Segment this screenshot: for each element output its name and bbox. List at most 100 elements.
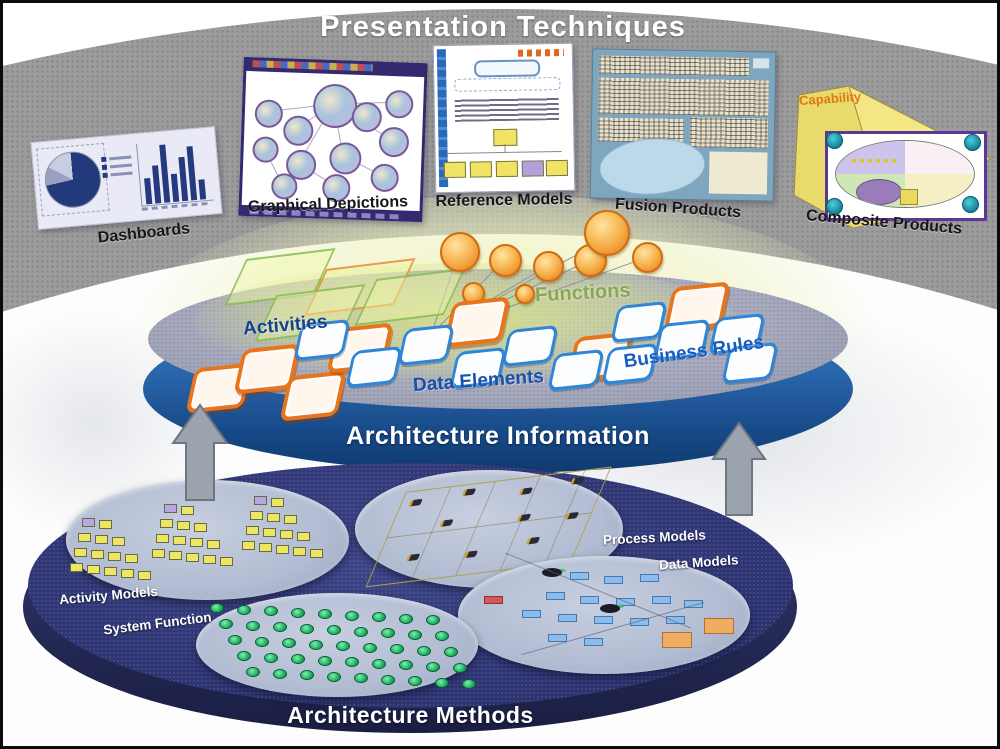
data-models-inset <box>458 552 750 674</box>
system-function-dot-icon <box>372 658 386 669</box>
entity-box-orange-icon <box>662 632 692 648</box>
puzzle-oval-icon <box>835 140 975 208</box>
activity-box-icon <box>82 518 95 527</box>
function-circle-icon <box>532 250 564 282</box>
system-function-dot-icon <box>390 644 404 654</box>
text-block <box>689 117 769 149</box>
activity-box-icon <box>186 553 199 562</box>
system-function-dot-icon <box>399 660 413 670</box>
function-circle-icon <box>515 284 535 304</box>
dashed-box-icon <box>454 77 561 92</box>
activity-box-icon <box>112 537 125 546</box>
activity-box-icon <box>259 543 272 552</box>
system-function-dot-icon <box>453 663 467 673</box>
quadrant <box>905 141 974 175</box>
tree-leaf-boxes <box>442 159 570 179</box>
reference-models-thumbnail <box>432 42 576 194</box>
network-node-icon <box>254 99 284 129</box>
activity-box-icon <box>173 536 186 545</box>
diagram-title: Presentation Techniques <box>320 11 686 43</box>
activity-box-icon <box>181 506 194 515</box>
system-function-dot-icon <box>354 626 368 637</box>
bar-icon <box>144 177 153 205</box>
system-function-dot-icon <box>291 607 305 618</box>
activity-box-icon <box>177 521 190 530</box>
system-function-dot-icon <box>210 603 224 613</box>
activity-box-icon <box>263 528 276 537</box>
system-function-dot-icon <box>309 639 323 650</box>
bar-icon <box>186 146 198 201</box>
activity-box-icon <box>104 567 117 576</box>
activity-box-icon <box>190 538 203 547</box>
system-function-dot-icon <box>237 604 251 615</box>
view-node-icon <box>826 132 843 149</box>
system-function-dot-icon <box>246 620 260 631</box>
composite-products-thumbnail: Capability <box>793 79 993 229</box>
system-function-dot-icon <box>264 606 278 616</box>
model-leaf-box-icon <box>521 160 545 177</box>
entity-box-icon <box>666 616 685 624</box>
network-node-icon <box>384 89 414 119</box>
model-leaf-box-icon <box>469 161 493 178</box>
entity-box-red-icon <box>484 596 503 604</box>
activity-box-icon <box>207 540 220 549</box>
activity-box-icon <box>95 535 108 544</box>
process-node-icon <box>463 550 479 559</box>
function-circle-icon <box>631 241 663 273</box>
system-function-dot-icon <box>435 677 449 688</box>
system-function-dot-icon <box>372 612 386 622</box>
activity-box-icon <box>242 541 255 550</box>
activity-box-icon <box>160 519 173 528</box>
entity-box-icon <box>546 592 565 600</box>
system-function-dot-icon <box>408 629 422 640</box>
entity-box-icon <box>558 614 577 622</box>
system-function-dot-icon <box>435 631 449 641</box>
system-function-dot-icon <box>345 610 359 621</box>
system-function-dot-icon <box>399 613 413 624</box>
activity-box-icon <box>169 551 182 560</box>
text-block <box>753 58 770 69</box>
activity-box-icon <box>138 571 151 580</box>
network-node-icon <box>312 83 358 129</box>
system-function-dot-icon <box>327 671 341 682</box>
process-node-icon <box>408 498 423 507</box>
document-title-marks <box>517 48 564 57</box>
system-function-dot-icon <box>345 657 359 667</box>
system-function-dot-icon <box>318 655 332 666</box>
tree-connector <box>504 143 506 152</box>
system-function-dot-icon <box>282 638 296 648</box>
activity-box-icon <box>152 549 165 558</box>
system-function-dot-icon <box>246 667 260 677</box>
system-function-dot-icon <box>327 625 341 635</box>
purple-ellipse-icon <box>856 179 902 205</box>
system-function-dot-icon <box>300 670 314 680</box>
activity-box-icon <box>280 530 293 539</box>
system-function-dot-icon <box>381 674 395 685</box>
composite-panel <box>825 131 987 221</box>
tree-connector <box>447 151 562 154</box>
system-function-dot-icon <box>273 668 287 679</box>
quadrant <box>836 141 906 175</box>
network-node-icon <box>282 115 314 147</box>
network-node-icon <box>370 163 400 193</box>
network-node-icon <box>252 136 280 164</box>
mini-boxes-row <box>852 159 896 163</box>
process-node-icon <box>516 513 532 522</box>
fusion-products-thumbnail <box>589 48 777 202</box>
entity-box-icon <box>548 634 567 642</box>
bar-icon <box>198 179 207 200</box>
activity-box-icon <box>203 555 216 564</box>
entity-box-icon <box>580 596 599 604</box>
system-function-dot-icon <box>219 619 233 629</box>
system-function-dot-icon <box>273 622 287 632</box>
cylinder-shape-icon <box>597 134 708 199</box>
system-function-dot-icon <box>408 676 422 686</box>
function-circle-icon <box>488 243 522 277</box>
network-node-icon <box>328 141 362 175</box>
top-node-icon <box>473 59 541 78</box>
system-function-dot-icon <box>318 609 332 619</box>
system-function-dot-icon <box>381 628 395 638</box>
process-node-icon <box>518 487 534 496</box>
text-block <box>598 55 750 77</box>
